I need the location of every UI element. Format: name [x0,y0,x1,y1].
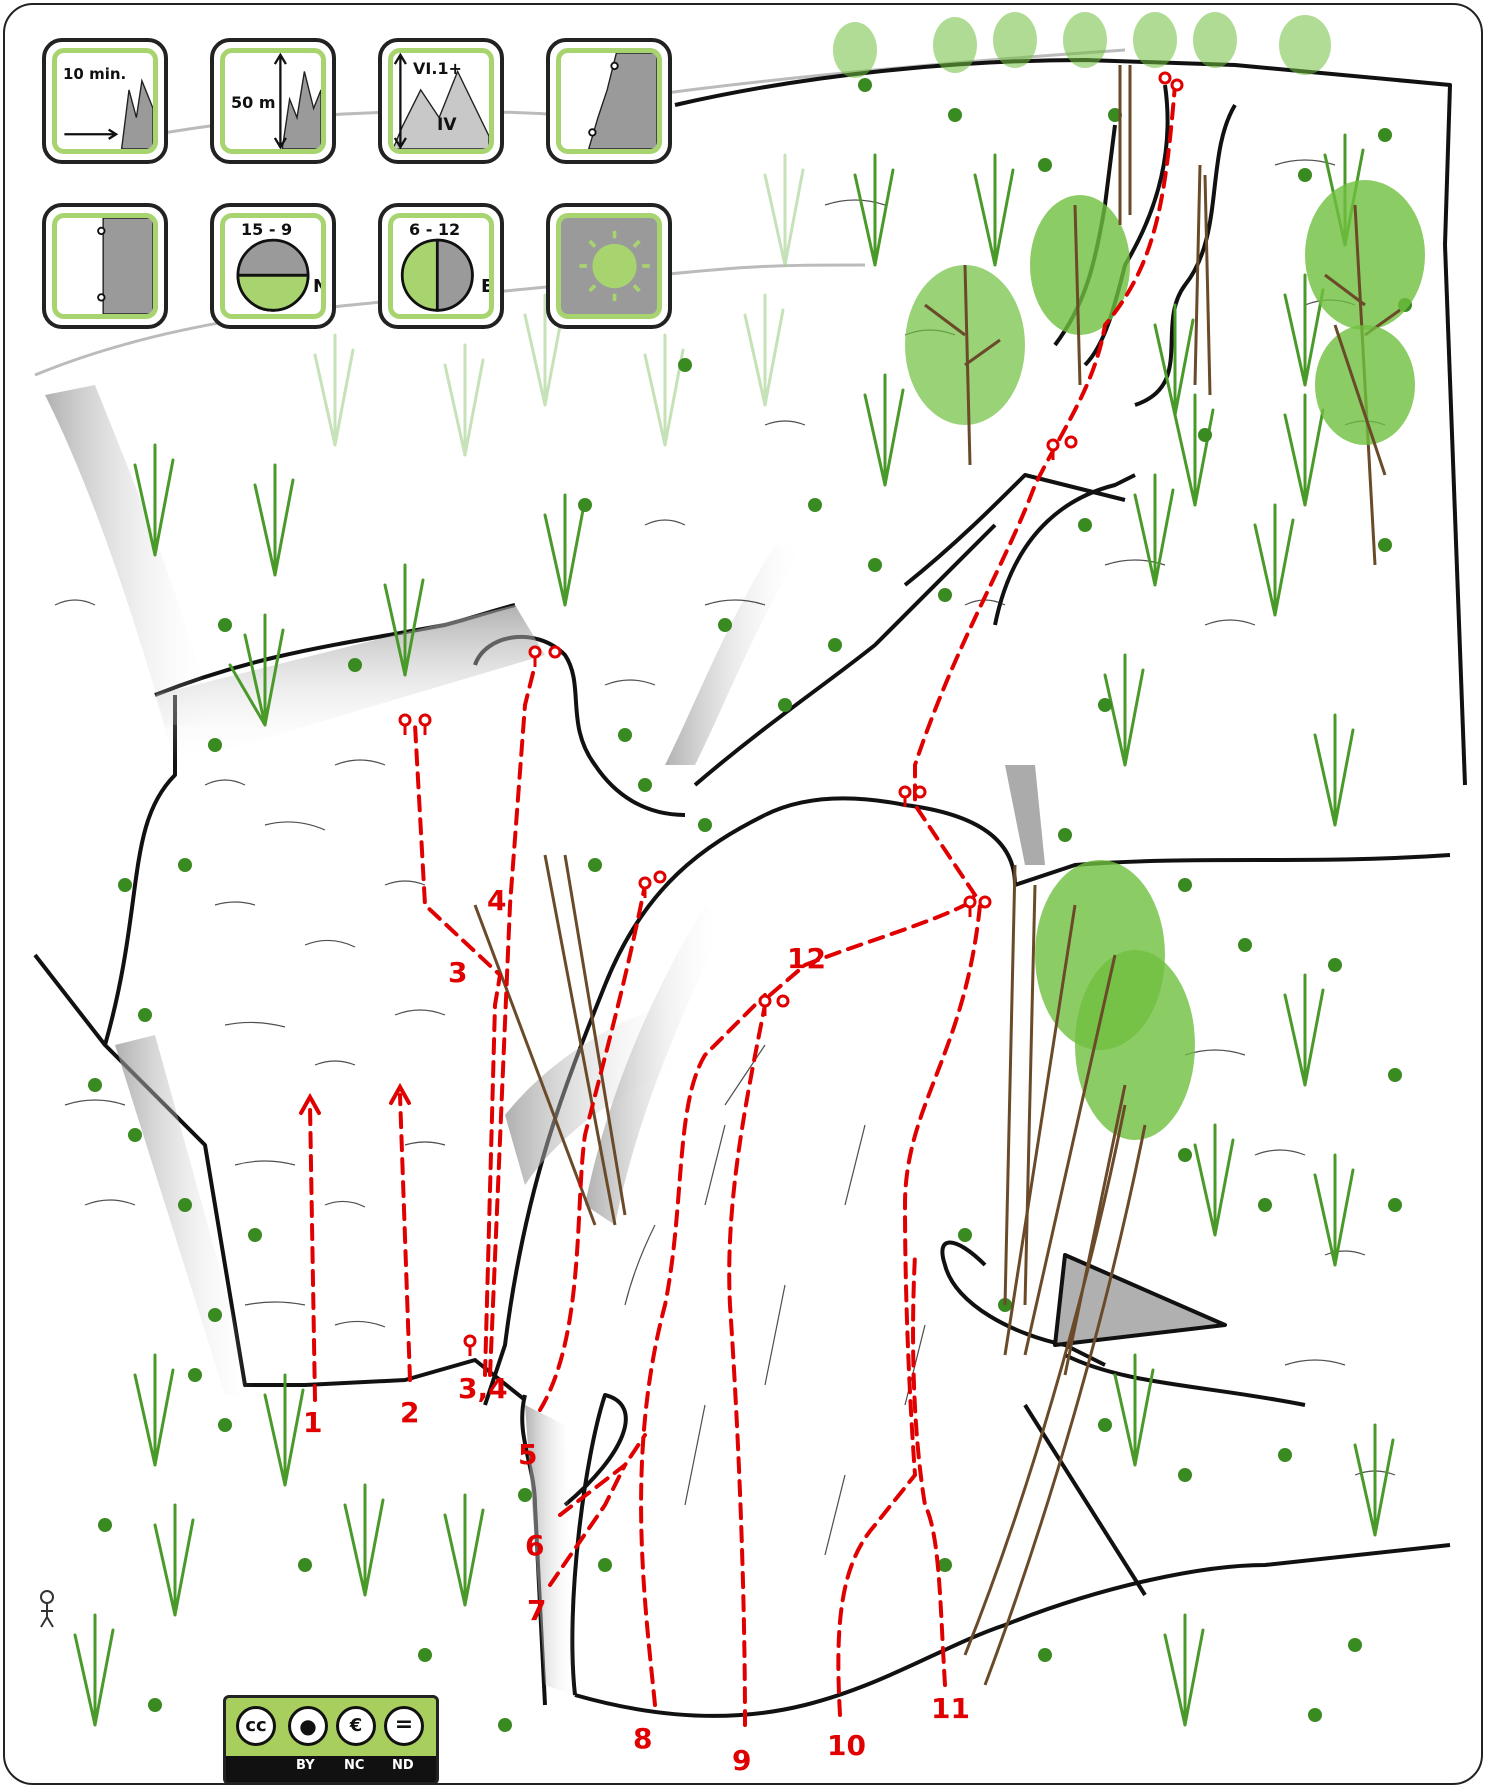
sun-north-icon: 15 - 9 N [210,203,336,329]
route-label-3-4: 3,4 [458,1372,508,1405]
grade-max: VI.1+ [413,59,462,78]
grade-icon: VI.1+ IV [378,38,504,164]
anchor-route-4 [528,645,562,667]
trees [473,12,1425,1686]
route-label-3: 3 [448,956,468,989]
route-label-5: 5 [518,1438,538,1471]
route-line-7 [548,1463,627,1587]
anchor-route-12-top [1158,71,1184,92]
tree-upper-right-a [1030,195,1130,386]
anchors [398,71,1184,1356]
route-label-8: 8 [633,1722,653,1755]
route-label-1: 1 [303,1406,323,1439]
route-line-8 [639,993,767,1707]
by-label: BY [296,1758,315,1773]
nd-label: ND [392,1758,414,1773]
route-line-10 [836,903,982,1717]
route-line-11 [911,1253,947,1687]
wall-height: 50 m [231,93,276,112]
route-label-9: 9 [732,1744,752,1777]
route-label-12: 12 [787,942,826,975]
anchor-route-1-2 [398,713,432,735]
sun-north-direction: N [313,276,321,297]
route-label-10: 10 [827,1729,866,1762]
route-label-6: 6 [525,1529,545,1562]
route-line-4 [488,663,537,1377]
cc-icon: cc [236,1706,276,1746]
anchor-route-8-9 [758,994,790,1016]
sun-exposure-icon [546,203,672,329]
anchor-route-12-mid [898,785,927,807]
approach-icon: 10 min. [42,38,168,164]
vertical-wall-icon [42,203,168,329]
topo-frame: 10 min. 50 m VI.1+ IV [3,3,1483,1785]
tree-upper-mid [905,264,1025,466]
faded-grass [313,153,805,457]
height-icon: 50 m [210,38,336,164]
route-2-arrow [389,1082,411,1105]
topo-drawing [33,12,1467,1732]
approach-time: 10 min. [63,65,127,83]
attribution-icon: ● [288,1706,328,1746]
anchor-route-12-ledge [1046,435,1078,460]
tree-top-row [833,12,1331,78]
anchor-route-5 [638,870,667,898]
sun-east-direction: E [481,276,494,297]
route-line-9 [727,1003,767,1727]
route-1-arrow [299,1092,321,1115]
route-label-4: 4 [487,884,507,917]
route-line-5 [538,883,647,1412]
sun-north-hours: 15 - 9 [241,220,293,239]
sun-east-icon: 6 - 12 E [378,203,504,329]
grade-min: IV [437,115,457,135]
route-line-3 [413,723,503,1377]
route-line-6 [558,1433,647,1517]
nc-label: NC [344,1758,365,1773]
route-line-1 [308,1103,317,1402]
route-label-2: 2 [400,1396,420,1429]
tree-right-b [1315,324,1415,476]
anchor-route-3-4-base [463,1334,477,1356]
tree-lower-right [963,860,1195,1686]
overhang-icon [546,38,672,164]
route-lines [308,83,1177,1727]
cc-license-badge: cc ● € = BY NC ND [223,1695,439,1783]
anchor-route-10 [963,895,992,917]
route-line-12 [768,83,1177,997]
route-label-7: 7 [527,1594,547,1627]
route-label-11: 11 [931,1692,970,1725]
climber-figure [40,1590,54,1628]
noderivatives-icon: = [384,1706,424,1746]
tree-right-a [1305,180,1425,566]
route-arrows [299,1082,411,1115]
noncommercial-icon: € [336,1706,376,1746]
sun-east-hours: 6 - 12 [409,220,461,239]
grass-tufts [73,133,1395,1727]
route-line-2 [398,1093,412,1382]
tree-trunks-mid [473,854,1037,1306]
tree-top-trunks [1118,65,1212,396]
